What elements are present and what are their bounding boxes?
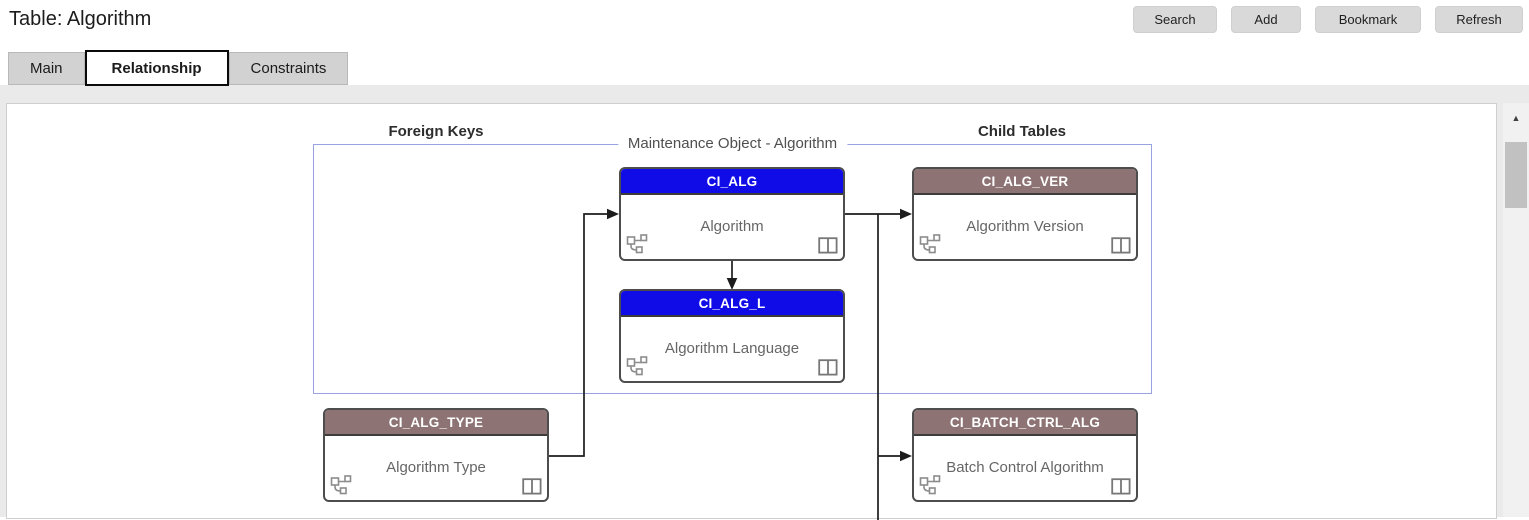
relationship-icon	[626, 233, 650, 255]
scroll-up-button[interactable]: ▲	[1503, 103, 1529, 133]
table-columns-icon	[1111, 478, 1131, 495]
table-node-ci-alg[interactable]: CI_ALG Algorithm	[619, 167, 845, 261]
table-columns-icon	[818, 237, 838, 254]
foreign-keys-label: Foreign Keys	[326, 123, 546, 140]
table-name: CI_ALG_VER	[982, 174, 1069, 189]
table-description: Algorithm	[700, 218, 763, 235]
vertical-scrollbar[interactable]: ▲	[1503, 103, 1529, 517]
toolbar: Search Add Bookmark Refresh	[1133, 6, 1523, 33]
table-description: Algorithm Type	[386, 459, 486, 476]
scroll-up-icon: ▲	[1512, 113, 1521, 123]
relationship-icon	[919, 233, 943, 255]
refresh-button[interactable]: Refresh	[1435, 6, 1523, 33]
table-description: Batch Control Algorithm	[946, 459, 1104, 476]
tab-main[interactable]: Main	[8, 52, 85, 85]
table-node-ci-alg-ver[interactable]: CI_ALG_VER Algorithm Version	[912, 167, 1138, 261]
search-button[interactable]: Search	[1133, 6, 1217, 33]
relationship-icon	[330, 474, 354, 496]
child-tables-label: Child Tables	[912, 123, 1132, 140]
table-node-header: CI_ALG_L	[621, 291, 843, 317]
table-node-ci-alg-type[interactable]: CI_ALG_TYPE Algorithm Type	[323, 408, 549, 502]
table-node-header: CI_ALG_TYPE	[325, 410, 547, 436]
page-title: Table: Algorithm	[9, 6, 151, 31]
table-name: CI_ALG_L	[699, 296, 766, 311]
maintenance-object-group-label: Maintenance Object - Algorithm	[618, 135, 847, 152]
table-name: CI_ALG	[707, 174, 758, 189]
tab-constraints[interactable]: Constraints	[229, 52, 349, 85]
table-description: Algorithm Version	[966, 218, 1084, 235]
relationship-diagram-panel: Foreign Keys Child Tables Maintenance Ob…	[6, 103, 1497, 519]
scrollbar-thumb[interactable]	[1505, 142, 1527, 208]
top-bar: Table: Algorithm Search Add Bookmark Ref…	[0, 0, 1529, 42]
table-name: CI_BATCH_CTRL_ALG	[950, 415, 1100, 430]
table-node-header: CI_ALG	[621, 169, 843, 195]
table-name: CI_ALG_TYPE	[389, 415, 483, 430]
table-node-header: CI_ALG_VER	[914, 169, 1136, 195]
tab-bar: Main Relationship Constraints	[8, 52, 348, 85]
table-node-ci-alg-l[interactable]: CI_ALG_L Algorithm Language	[619, 289, 845, 383]
table-node-header: CI_BATCH_CTRL_ALG	[914, 410, 1136, 436]
table-columns-icon	[522, 478, 542, 495]
tab-relationship[interactable]: Relationship	[85, 50, 229, 86]
table-node-ci-batch-ctrl-alg[interactable]: CI_BATCH_CTRL_ALG Batch Control Algorith…	[912, 408, 1138, 502]
relationship-icon	[919, 474, 943, 496]
table-columns-icon	[1111, 237, 1131, 254]
relationship-icon	[626, 355, 650, 377]
bookmark-button[interactable]: Bookmark	[1315, 6, 1421, 33]
table-columns-icon	[818, 359, 838, 376]
add-button[interactable]: Add	[1231, 6, 1301, 33]
content-area: Foreign Keys Child Tables Maintenance Ob…	[0, 85, 1529, 517]
table-description: Algorithm Language	[665, 340, 799, 357]
